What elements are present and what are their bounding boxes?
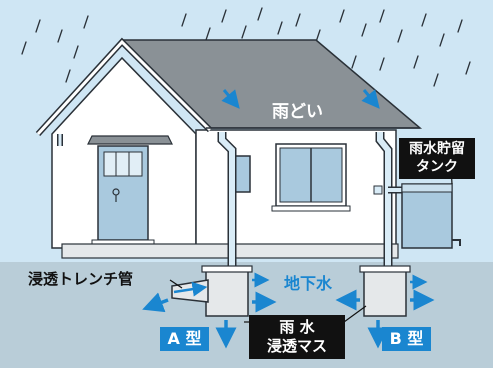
trench-pipe-label: 浸透トレンチ管 [28, 270, 134, 288]
rain-tank-label-line2: タンク [416, 159, 458, 175]
rain-tank-label: 雨水貯留 タンク [399, 138, 475, 179]
rain-tank-label-line1: 雨水貯留 [409, 141, 465, 157]
type-b-badge: B 型 [382, 327, 431, 351]
basin-label-line1: 雨 水 [279, 318, 315, 336]
infiltration-basin-label: 雨 水 浸透マス [249, 315, 345, 359]
basin-a [205, 267, 249, 317]
groundwater-label: 地下水 [284, 274, 333, 293]
basin-b [363, 269, 407, 317]
type-a-badge: A 型 [160, 327, 209, 351]
basin-label-line2: 浸透マス [266, 337, 327, 355]
gutter-label: 雨どい [272, 102, 323, 122]
infiltration-arrows [142, 272, 435, 349]
rain-tank [401, 183, 453, 249]
